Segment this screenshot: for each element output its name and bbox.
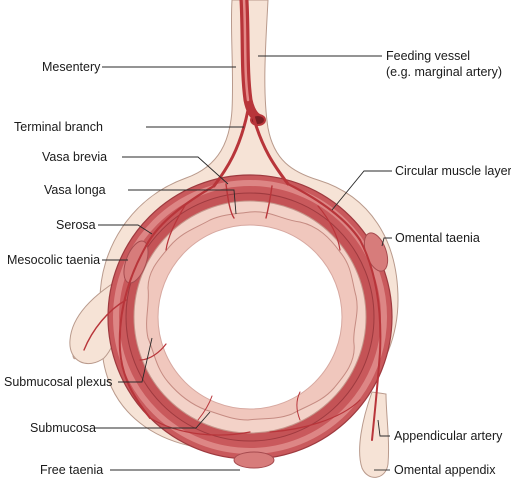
label-submucosa: Submucosa <box>30 421 96 435</box>
label-vasa-longa: Vasa longa <box>44 183 106 197</box>
label-submucosal-plexus: Submucosal plexus <box>4 375 112 389</box>
omental-appendix-shape <box>359 391 390 478</box>
label-omental-appendix: Omental appendix <box>394 463 496 477</box>
circular-muscle-highlight <box>113 180 387 454</box>
label-mesocolic-taenia: Mesocolic taenia <box>7 253 100 267</box>
label-appendicular-artery: Appendicular artery <box>394 429 503 443</box>
feeding-vessel-highlight <box>242 0 250 102</box>
label-feeding-vessel-example: (e.g. marginal artery) <box>386 65 502 79</box>
label-free-taenia: Free taenia <box>40 463 103 477</box>
label-terminal-branch: Terminal branch <box>14 120 103 134</box>
label-vasa-brevia: Vasa brevia <box>42 150 107 164</box>
label-omental-taenia: Omental taenia <box>395 231 480 245</box>
leader-lines <box>94 55 392 471</box>
lumen <box>157 224 343 410</box>
label-circular-muscle-layer: Circular muscle layer <box>395 164 511 178</box>
label-mesentery: Mesentery <box>42 60 101 74</box>
free-taenia-shape <box>233 451 275 469</box>
label-feeding-vessel: Feeding vessel <box>386 49 470 63</box>
label-serosa: Serosa <box>56 218 96 232</box>
